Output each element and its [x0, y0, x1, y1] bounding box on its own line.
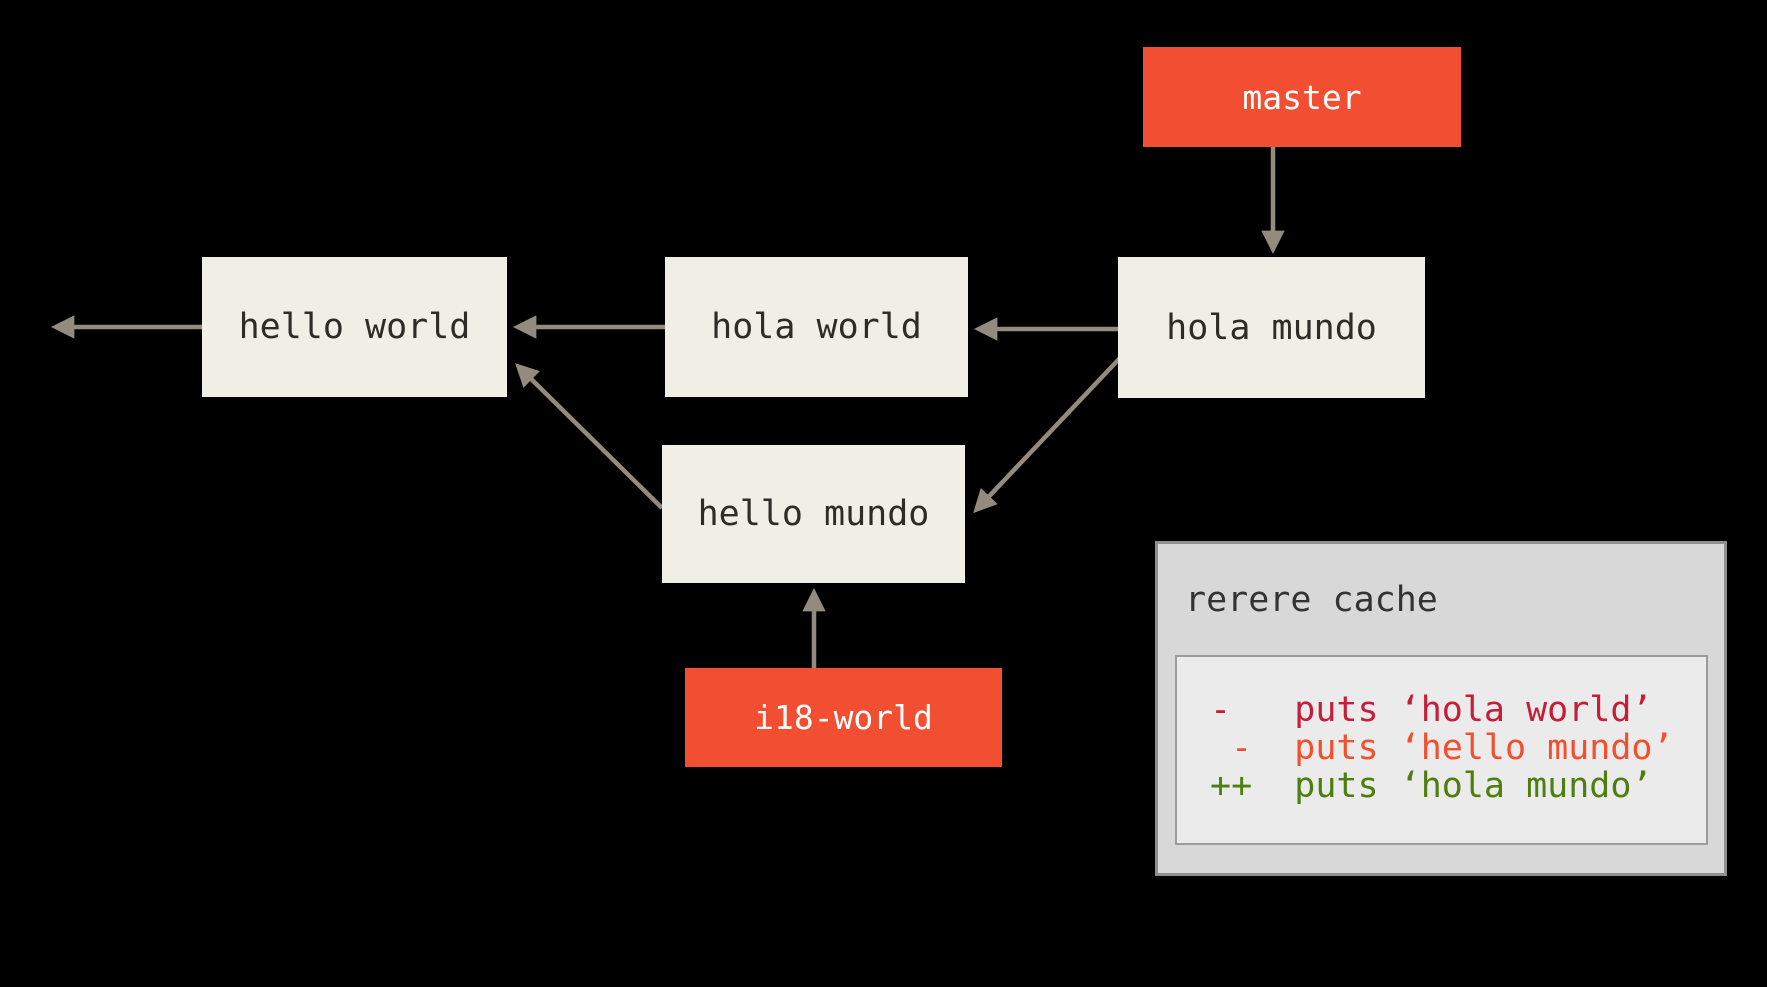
diff-line-removed-hello-mundo: - puts ‘hello mundo’	[1210, 728, 1674, 768]
rerere-cache-title: rerere cache	[1185, 579, 1438, 620]
arrow-hello-mundo-to-hello-world	[515, 363, 664, 510]
commit-box-hola-mundo: hola mundo	[1118, 257, 1425, 398]
commit-label-hola-world: hola world	[711, 307, 922, 347]
commit-box-hello-world: hello world	[202, 257, 507, 397]
arrow-hola-mundo-to-hello-mundo	[973, 356, 1122, 514]
branch-label-i18-world-text: i18-world	[754, 698, 933, 737]
commit-label-hello-world: hello world	[238, 307, 471, 347]
branch-label-i18-world: i18-world	[685, 668, 1002, 767]
rerere-cache-panel: rerere cache - puts ‘hola world’ - puts …	[1155, 541, 1727, 876]
commit-box-hello-mundo: hello mundo	[662, 445, 965, 583]
commit-box-hola-world: hola world	[665, 257, 968, 397]
branch-label-master: master	[1143, 47, 1461, 147]
diff-line-added-hola-mundo: ++ puts ‘hola mundo’	[1210, 766, 1653, 806]
branch-label-master-text: master	[1242, 77, 1362, 117]
diff-line-removed-hola-world: - puts ‘hola world’	[1210, 690, 1653, 730]
rerere-cache-diff-box: - puts ‘hola world’ - puts ‘hello mundo’…	[1175, 655, 1708, 845]
commit-label-hola-mundo: hola mundo	[1166, 307, 1377, 348]
commit-label-hello-mundo: hello mundo	[697, 494, 930, 534]
